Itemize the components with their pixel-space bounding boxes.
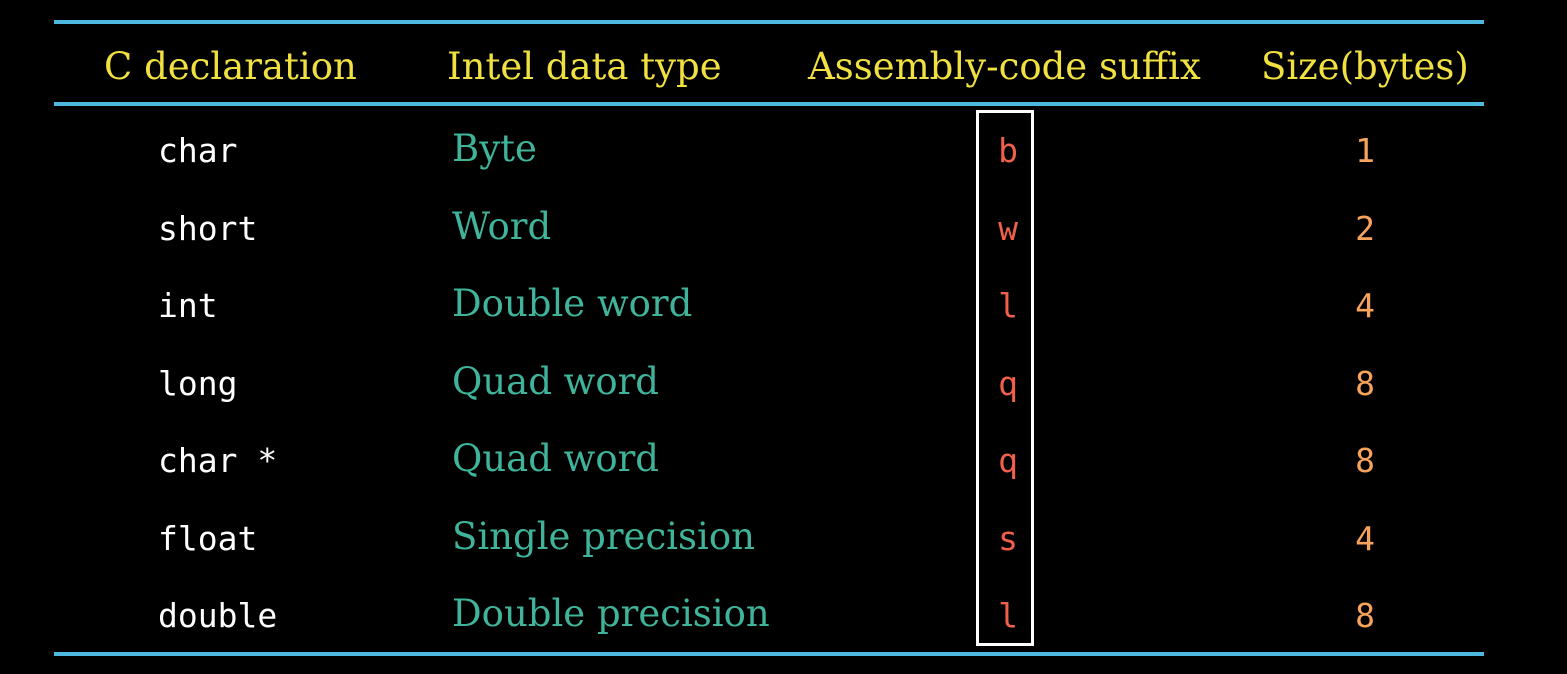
table-bottom-rule (54, 652, 1484, 656)
c-declaration-cell: long (158, 363, 238, 403)
table-row: float Single precision s 4 (0, 502, 1567, 580)
c-declaration-cell: char (158, 131, 238, 170)
assembly-suffix-cell: l (998, 596, 1018, 635)
intel-data-type-cell: Double precision (452, 592, 770, 635)
header-assembly-suffix: Assembly-code suffix (808, 45, 1201, 88)
c-declaration-cell: float (158, 518, 258, 558)
size-bytes-cell: 1 (1355, 131, 1375, 170)
header-c-declaration: C declaration (104, 45, 357, 88)
intel-data-type-cell: Single precision (452, 514, 755, 558)
assembly-suffix-cell: l (998, 286, 1018, 325)
intel-data-type-cell: Byte (452, 127, 537, 170)
intel-data-type-cell: Double word (452, 282, 693, 325)
table-top-rule (54, 20, 1484, 24)
size-bytes-cell: 8 (1355, 363, 1375, 403)
table-header-rule (54, 102, 1484, 106)
intel-data-type-cell: Quad word (452, 359, 659, 403)
header-intel-data-type: Intel data type (447, 45, 722, 88)
assembly-suffix-cell: w (998, 208, 1018, 248)
table-body: char Byte b 1 short Word w 2 int Double … (0, 114, 1567, 657)
c-declaration-cell: int (158, 286, 218, 325)
c-declaration-cell: char * (158, 441, 278, 480)
table-row: int Double word l 4 (0, 269, 1567, 347)
assembly-suffix-cell: q (998, 363, 1018, 403)
table-row: char * Quad word q 8 (0, 424, 1567, 502)
size-bytes-cell: 4 (1355, 286, 1375, 325)
size-bytes-cell: 4 (1355, 518, 1375, 558)
suffix-column-highlight-box (976, 110, 1034, 646)
table-row: long Quad word q 8 (0, 347, 1567, 425)
c-declaration-cell: short (158, 208, 258, 248)
size-bytes-cell: 8 (1355, 441, 1375, 480)
intel-data-type-cell: Quad word (452, 437, 659, 480)
table-row: char Byte b 1 (0, 114, 1567, 192)
size-bytes-cell: 2 (1355, 208, 1375, 248)
assembly-suffix-cell: s (998, 518, 1018, 558)
table-row: double Double precision l 8 (0, 579, 1567, 657)
c-declaration-cell: double (158, 596, 278, 635)
assembly-suffix-cell: b (998, 131, 1018, 170)
header-size-bytes: Size(bytes) (1261, 45, 1469, 88)
table-row: short Word w 2 (0, 192, 1567, 270)
intel-data-type-cell: Word (452, 204, 552, 248)
assembly-suffix-cell: q (998, 441, 1018, 480)
size-bytes-cell: 8 (1355, 596, 1375, 635)
